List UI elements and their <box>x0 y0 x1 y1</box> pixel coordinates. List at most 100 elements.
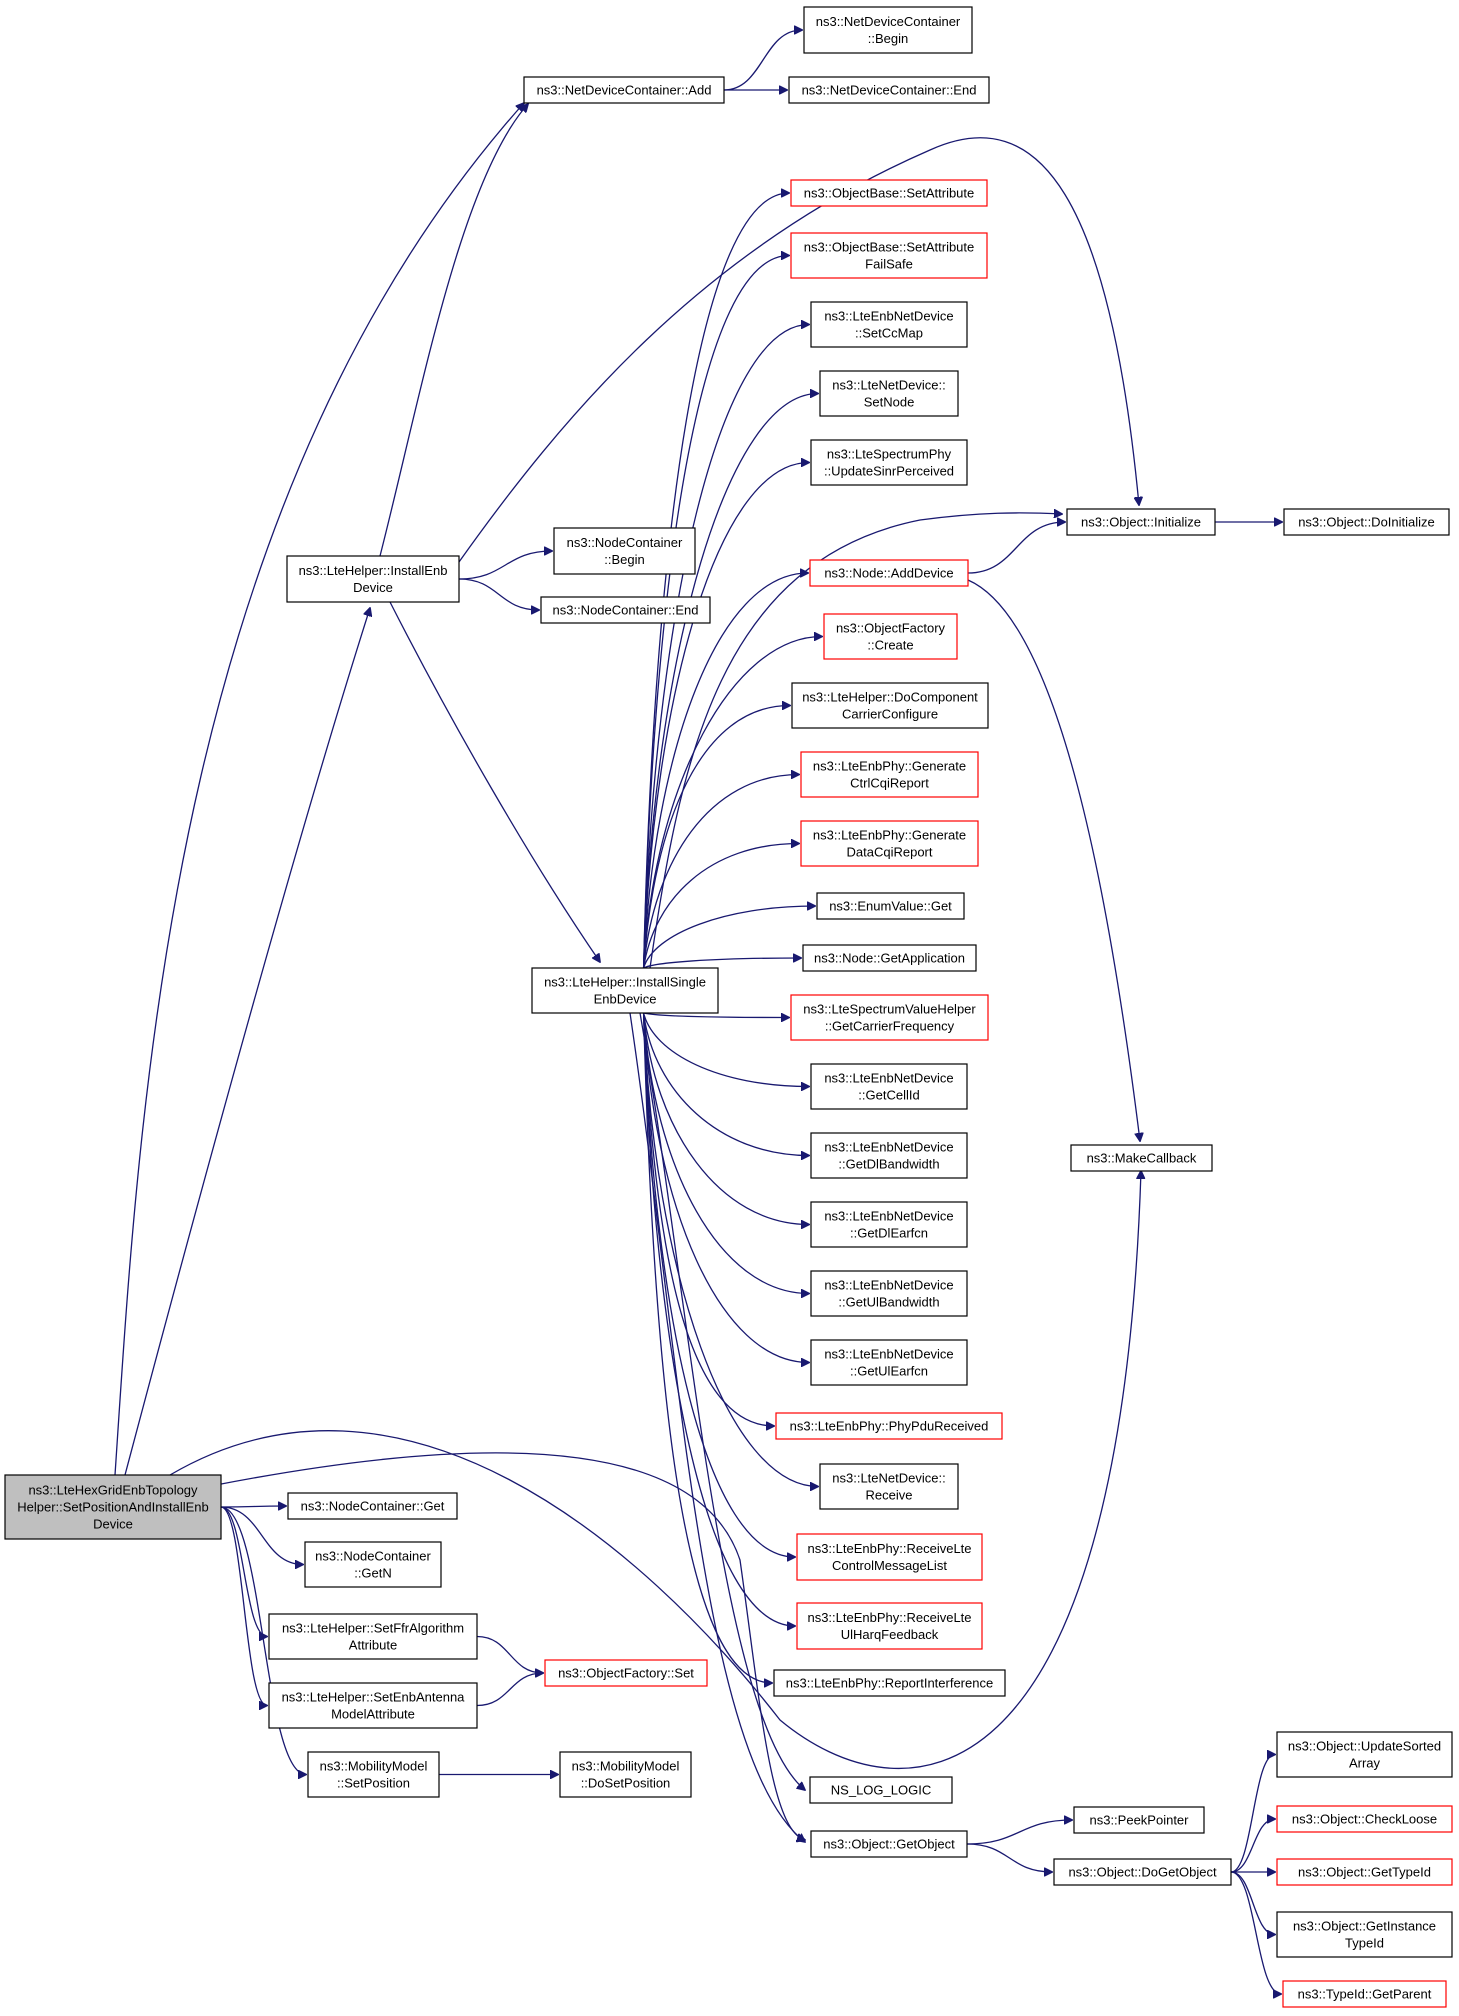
edge-lte_installsingle-to-lnd_receive <box>642 1012 818 1487</box>
node-mm_dosetpos[interactable]: ns3::MobilityModel::DoSetPosition <box>559 1751 692 1798</box>
node-peek_pointer[interactable]: ns3::PeekPointer <box>1073 1806 1205 1834</box>
node-phy_pdurx[interactable]: ns3::LteEnbPhy::PhyPduReceived <box>775 1412 1003 1440</box>
edge-root-to-nc_get <box>220 1506 286 1507</box>
node-box <box>810 1201 968 1248</box>
node-label: ns3::NodeContainer <box>315 1549 431 1564</box>
node-label: ns3::LteEnbNetDevice <box>824 1071 953 1086</box>
edge-lte_installenb-to-ndc_add <box>379 104 528 557</box>
node-label: ns3::LteSpectrumPhy <box>827 447 952 462</box>
node-ndc_add[interactable]: ns3::NetDeviceContainer::Add <box>523 76 725 104</box>
node-label: ns3::LteHelper::SetFfrAlgorithm <box>282 1621 464 1636</box>
node-label: ns3::LteNetDevice:: <box>832 378 945 393</box>
node-box <box>810 1830 968 1858</box>
node-enb_getcellid[interactable]: ns3::LteEnbNetDevice::GetCellId <box>810 1063 968 1110</box>
node-box <box>802 944 977 972</box>
node-box <box>1276 1911 1453 1958</box>
node-box <box>810 1132 968 1179</box>
node-obj_doinit[interactable]: ns3::Object::DoInitialize <box>1283 508 1450 536</box>
edge-path <box>476 1673 543 1707</box>
node-ndc_begin[interactable]: ns3::NetDeviceContainer::Begin <box>803 6 973 54</box>
edge-lte_installsingle-to-phy_genctrl <box>642 775 799 969</box>
edge-path <box>458 551 552 580</box>
node-label: ns3::NodeContainer::Get <box>301 1499 445 1514</box>
node-label: ns3::NodeContainer::End <box>553 603 699 618</box>
node-label: ControlMessageList <box>832 1558 947 1573</box>
node-enb_setccmap[interactable]: ns3::LteEnbNetDevice::SetCcMap <box>810 301 968 348</box>
node-lnd_setnode[interactable]: ns3::LteNetDevice::SetNode <box>819 370 959 417</box>
edge-lte_installsingle-to-obj_getobject <box>629 1012 805 1842</box>
node-obj_checkloose[interactable]: ns3::Object::CheckLoose <box>1276 1805 1453 1833</box>
node-label: ns3::LteEnbNetDevice <box>824 309 953 324</box>
node-label: ns3::Object::CheckLoose <box>1292 1812 1437 1827</box>
edge-root-to-lte_setant <box>220 1506 267 1706</box>
edge-path <box>642 1012 795 1557</box>
node-obj_init[interactable]: ns3::Object::Initialize <box>1066 508 1216 536</box>
node-obj_dogetobject[interactable]: ns3::Object::DoGetObject <box>1053 1858 1232 1886</box>
node-box <box>268 1682 478 1729</box>
node-nc_end[interactable]: ns3::NodeContainer::End <box>540 596 711 624</box>
node-lte_docc[interactable]: ns3::LteHelper::DoComponentCarrierConfig… <box>791 682 989 729</box>
node-enum_get[interactable]: ns3::EnumValue::Get <box>816 892 965 920</box>
node-label: UlHarqFeedback <box>841 1627 939 1642</box>
node-nc_begin[interactable]: ns3::NodeContainer::Begin <box>553 527 696 575</box>
edge-root-to-make_callback <box>169 1171 1141 1770</box>
node-svh_getcf[interactable]: ns3::LteSpectrumValueHelper::GetCarrierF… <box>790 994 989 1041</box>
node-make_callback[interactable]: ns3::MakeCallback <box>1070 1144 1213 1172</box>
node-enb_getulbw[interactable]: ns3::LteEnbNetDevice::GetUlBandwidth <box>810 1270 968 1317</box>
node-box <box>553 527 696 575</box>
node-node_getapp[interactable]: ns3::Node::GetApplication <box>802 944 977 972</box>
node-lsp_update[interactable]: ns3::LteSpectrumPhy::UpdateSinrPerceived <box>810 439 968 486</box>
node-ndc_end[interactable]: ns3::NetDeviceContainer::End <box>788 76 990 104</box>
node-label: ns3::Object::GetTypeId <box>1298 1865 1431 1880</box>
node-box <box>816 892 965 920</box>
node-of_create[interactable]: ns3::ObjectFactory::Create <box>823 613 958 660</box>
node-box <box>531 967 719 1014</box>
node-label: ns3::LteHelper::SetEnbAntenna <box>282 1690 466 1705</box>
node-node_adddev[interactable]: ns3::Node::AddDevice <box>809 559 969 587</box>
node-label: ns3::LteEnbPhy::Generate <box>813 828 966 843</box>
node-label: ns3::LteEnbPhy::PhyPduReceived <box>790 1419 989 1434</box>
node-ns_log[interactable]: NS_LOG_LOGIC <box>809 1776 953 1804</box>
edge-path <box>1230 1819 1275 1873</box>
node-obj_gettypeid[interactable]: ns3::Object::GetTypeId <box>1276 1858 1453 1886</box>
edge-lte_installenb-to-lte_installsingle <box>389 601 600 962</box>
node-label: ns3::MakeCallback <box>1087 1151 1197 1166</box>
node-lnd_receive[interactable]: ns3::LteNetDevice::Receive <box>819 1463 959 1510</box>
node-root[interactable]: ns3::LteHexGridEnbTopologyHelper::SetPos… <box>4 1474 222 1540</box>
node-box <box>791 682 989 729</box>
edge-lte_installenb-to-obj_init <box>458 137 1139 563</box>
node-nc_getn[interactable]: ns3::NodeContainer::GetN <box>304 1541 442 1588</box>
node-box <box>775 1412 1003 1440</box>
node-of_set[interactable]: ns3::ObjectFactory::Set <box>544 1659 708 1687</box>
node-mm_setpos[interactable]: ns3::MobilityModel::SetPosition <box>307 1751 440 1798</box>
node-enb_getdlearfcn[interactable]: ns3::LteEnbNetDevice::GetDlEarfcn <box>810 1201 968 1248</box>
node-enb_getulearfcn[interactable]: ns3::LteEnbNetDevice::GetUlEarfcn <box>810 1339 968 1386</box>
node-obj_getobject[interactable]: ns3::Object::GetObject <box>810 1830 968 1858</box>
edge-path <box>643 958 801 969</box>
edge-layer <box>114 30 1282 1994</box>
node-ob_setattr[interactable]: ns3::ObjectBase::SetAttribute <box>790 179 988 207</box>
node-box <box>796 1602 983 1650</box>
node-label: ::DoSetPosition <box>581 1776 671 1791</box>
node-lte_setant[interactable]: ns3::LteHelper::SetEnbAntennaModelAttrib… <box>268 1682 478 1729</box>
edge-lte_installsingle-to-ob_setattr <box>642 193 789 969</box>
node-box <box>773 1669 1006 1697</box>
node-tid_getparent[interactable]: ns3::TypeId::GetParent <box>1282 1980 1447 2008</box>
node-box <box>1066 508 1216 536</box>
edge-path <box>642 1012 809 1363</box>
node-phy_rxctrl[interactable]: ns3::LteEnbPhy::ReceiveLteControlMessage… <box>796 1533 983 1581</box>
node-nc_get[interactable]: ns3::NodeContainer::Get <box>287 1492 458 1520</box>
node-enb_getdlbw[interactable]: ns3::LteEnbNetDevice::GetDlBandwidth <box>810 1132 968 1179</box>
edge-lte_setffr-to-of_set <box>476 1635 543 1674</box>
node-phy_reportint[interactable]: ns3::LteEnbPhy::ReportInterference <box>773 1669 1006 1697</box>
node-box <box>304 1541 442 1588</box>
